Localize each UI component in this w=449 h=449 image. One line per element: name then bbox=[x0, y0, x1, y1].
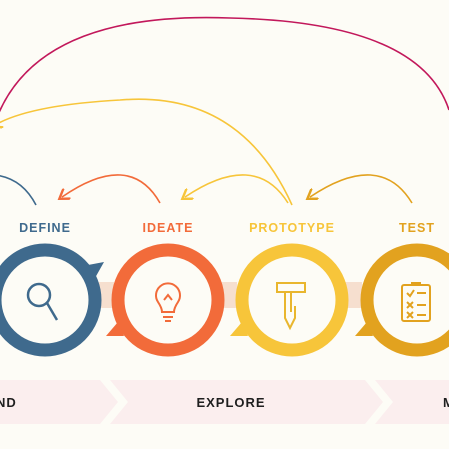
stage-ring-ideate bbox=[106, 243, 225, 357]
stage-label-test: TEST bbox=[399, 221, 435, 235]
hammer-pencil-icon bbox=[276, 282, 306, 331]
ideate-to-define-arc bbox=[62, 174, 161, 204]
prototype-to-define-arc bbox=[0, 98, 293, 206]
stage-label-prototype: PROTOTYPE bbox=[249, 221, 335, 235]
stage-label-ideate: IDEATE bbox=[143, 221, 194, 235]
phase-band bbox=[0, 380, 449, 424]
stage-ring-test bbox=[355, 243, 449, 357]
define-feedback-arc bbox=[0, 175, 37, 206]
magnifier-icon bbox=[26, 282, 59, 321]
stage-ring-prototype bbox=[230, 243, 349, 357]
stage-label-define: DEFINE bbox=[19, 221, 71, 235]
phase-label-materialize: M bbox=[443, 395, 449, 410]
phase-label-explore: EXPLORE bbox=[196, 395, 265, 410]
prototype-to-ideate-arc bbox=[185, 174, 289, 204]
test-to-prototype-arc bbox=[310, 174, 413, 204]
phase-label-understand: ND bbox=[0, 395, 17, 410]
lightbulb-icon bbox=[155, 282, 181, 322]
loop-back-arc bbox=[0, 16, 449, 113]
stage-ring-define bbox=[0, 243, 104, 357]
checklist-icon bbox=[401, 282, 431, 322]
